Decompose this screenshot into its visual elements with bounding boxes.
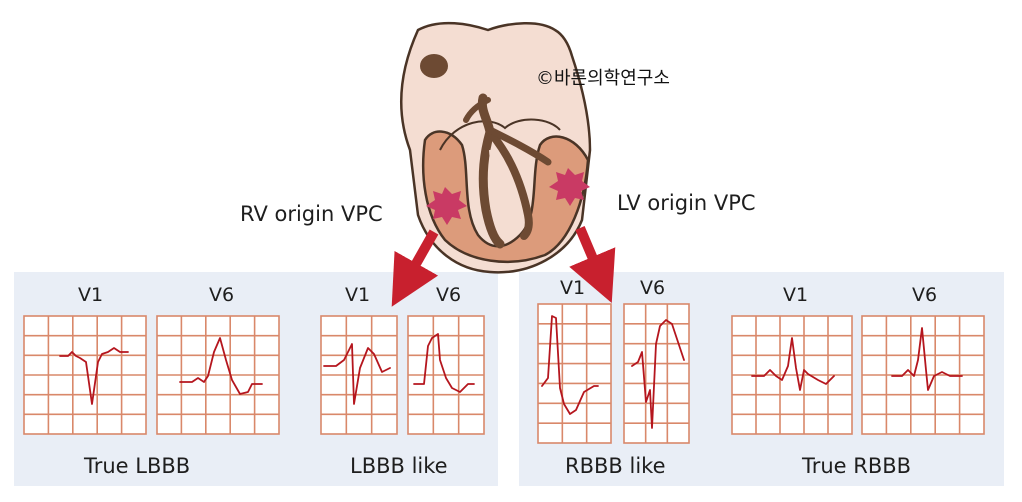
rv-arrow: [391, 229, 439, 307]
lead-label-rbbb-like-v6: V6: [640, 277, 665, 299]
ecg-trace-true-lbbb-v1: [59, 347, 129, 405]
ecg-trace-true-rbbb-v1: [751, 337, 835, 391]
lv-ectopic-focus: [549, 168, 590, 206]
grid-frame: [537, 303, 612, 444]
caption-rbbb-like: RBBB like: [565, 454, 666, 478]
ecg-trace-lbbb-like-v6: [413, 333, 475, 393]
ecg-grid-true-rbbb-v1: [731, 315, 853, 435]
ecg-grid-true-lbbb-v1: [23, 315, 147, 435]
ecg-trace-rbbb-like-v1: [541, 315, 599, 415]
rv-ectopic-focus: [426, 187, 467, 225]
caption-lbbb-like: LBBB like: [350, 454, 448, 478]
ecg-grid-rbbb-like-v6: [623, 303, 690, 444]
lv-origin-label: LV origin VPC: [617, 191, 756, 215]
ecg-grid-true-lbbb-v6: [156, 315, 280, 435]
rv-origin-label: RV origin VPC: [240, 202, 383, 226]
caption-true-rbbb: True RBBB: [801, 454, 911, 478]
lead-label-true-rbbb-v6: V6: [912, 284, 937, 306]
ecg-trace-rbbb-like-v6: [631, 319, 685, 429]
lead-label-rbbb-like-v1: V1: [560, 277, 585, 299]
lead-label-lbbb-like-v6: V6: [436, 284, 461, 306]
ecg-trace-true-lbbb-v6: [179, 337, 263, 395]
ecg-grid-rbbb-like-v1: [537, 303, 612, 444]
lv-arrow: [569, 226, 616, 304]
ecg-trace-true-rbbb-v6: [891, 327, 963, 391]
caption-true-lbbb: True LBBB: [83, 454, 190, 478]
ecg-trace-lbbb-like-v1: [323, 343, 391, 405]
watermark: ©바른의학연구소: [536, 68, 670, 89]
heart-illustration: [399, 21, 592, 274]
lead-label-lbbb-like-v1: V1: [345, 284, 370, 306]
lead-label-true-lbbb-v1: V1: [78, 284, 103, 306]
ecg-grid-lbbb-like-v6: [407, 315, 485, 435]
aortic-opening: [420, 54, 448, 78]
grid-frame: [623, 303, 690, 444]
lead-label-true-rbbb-v1: V1: [783, 284, 808, 306]
lead-label-true-lbbb-v6: V6: [209, 284, 234, 306]
